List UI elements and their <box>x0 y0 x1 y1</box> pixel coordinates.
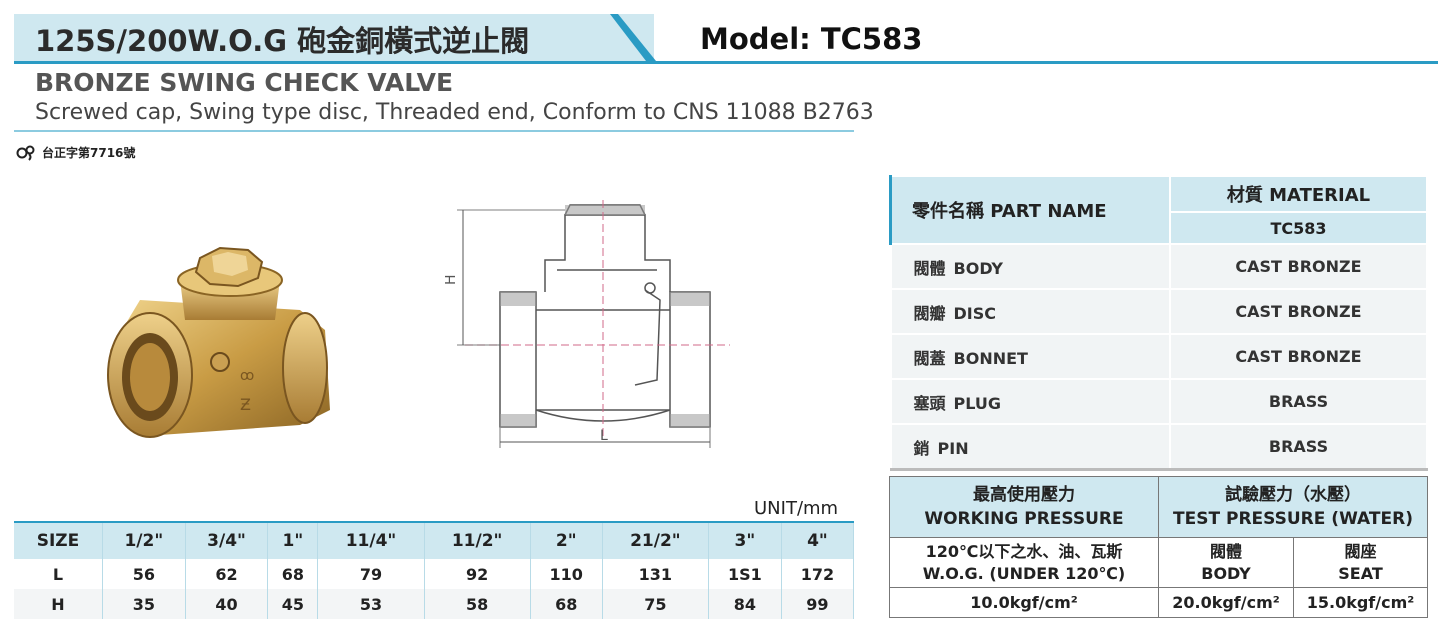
size-cell: 11/4" <box>317 522 425 559</box>
part-name-header: 零件名稱 PART NAME <box>889 175 1171 245</box>
title-band <box>14 14 654 62</box>
length-cell: 1S1 <box>708 559 782 589</box>
size-cell: 1" <box>267 522 319 559</box>
length-row: L 56 62 68 79 92 110 131 1S1 172 <box>14 559 855 589</box>
valve-photo: ꝏ Ƶ <box>107 246 330 438</box>
length-cell: 56 <box>102 559 186 589</box>
dimension-table: SIZE 1/2" 3/4" 1" 11/4" 11/2" 2" 21/2" 3… <box>14 521 855 619</box>
header-divider <box>14 61 1438 64</box>
size-cell: 11/2" <box>424 522 531 559</box>
height-cell: 53 <box>317 589 425 619</box>
dimension-l-label: L <box>600 428 608 444</box>
size-cell: 21/2" <box>602 522 709 559</box>
part-material: CAST BRONZE <box>1169 243 1428 290</box>
size-row: SIZE 1/2" 3/4" 1" 11/4" 11/2" 2" 21/2" 3… <box>14 522 855 559</box>
cross-section-drawing: H L <box>445 200 730 448</box>
product-description: Screwed cap, Swing type disc, Threaded e… <box>35 100 874 125</box>
size-label: SIZE <box>14 522 103 559</box>
page-title: 125S/200W.O.G 砲金銅橫式逆止閥 <box>35 24 530 58</box>
part-material: CAST BRONZE <box>1169 288 1428 335</box>
part-material: CAST BRONZE <box>1169 333 1428 380</box>
product-name: BRONZE SWING CHECK VALVE <box>35 68 454 97</box>
model-number: Model: TC583 <box>700 22 923 56</box>
length-cell: 131 <box>602 559 709 589</box>
height-label: H <box>14 589 103 619</box>
certification-logo-icon <box>16 145 35 161</box>
length-cell: 62 <box>185 559 269 589</box>
size-cell: 3" <box>708 522 782 559</box>
body-pressure-value: 20.0kgf/cm² <box>1158 587 1294 618</box>
test-pressure-header: 試驗壓力（水壓）TEST PRESSURE (WATER) <box>1158 476 1428 538</box>
height-cell: 68 <box>530 589 603 619</box>
size-cell: 1/2" <box>102 522 186 559</box>
length-cell: 172 <box>781 559 855 589</box>
unit-label: UNIT/mm <box>754 498 839 519</box>
height-cell: 58 <box>424 589 531 619</box>
part-material: BRASS <box>1169 423 1428 471</box>
size-cell: 3/4" <box>185 522 269 559</box>
length-cell: 68 <box>267 559 319 589</box>
length-cell: 92 <box>424 559 531 589</box>
height-row: H 35 40 45 53 58 68 75 84 99 <box>14 589 855 619</box>
registration-number: 台正字第7716號 <box>42 146 136 160</box>
height-cell: 40 <box>185 589 269 619</box>
length-cell: 110 <box>530 559 603 589</box>
size-cell: 2" <box>530 522 603 559</box>
height-cell: 84 <box>708 589 782 619</box>
title-chevron <box>596 14 656 61</box>
model-header: TC583 <box>1169 211 1428 245</box>
dimension-h-label: H <box>445 274 459 285</box>
size-cell: 4" <box>781 522 855 559</box>
height-cell: 35 <box>102 589 186 619</box>
length-label: L <box>14 559 103 589</box>
subtitle-divider <box>14 130 854 132</box>
svg-text:Ƶ: Ƶ <box>240 395 251 414</box>
height-cell: 45 <box>267 589 319 619</box>
registration-mark: 台正字第7716號 <box>16 144 135 161</box>
height-cell: 75 <box>602 589 709 619</box>
seat-pressure-value: 15.0kgf/cm² <box>1293 587 1428 618</box>
part-material: BRASS <box>1169 378 1428 425</box>
length-cell: 79 <box>317 559 425 589</box>
svg-text:ꝏ: ꝏ <box>240 368 254 384</box>
height-cell: 99 <box>781 589 855 619</box>
working-pressure-value: 10.0kgf/cm² <box>889 587 1159 618</box>
material-header: 材質 MATERIAL <box>1169 175 1428 213</box>
